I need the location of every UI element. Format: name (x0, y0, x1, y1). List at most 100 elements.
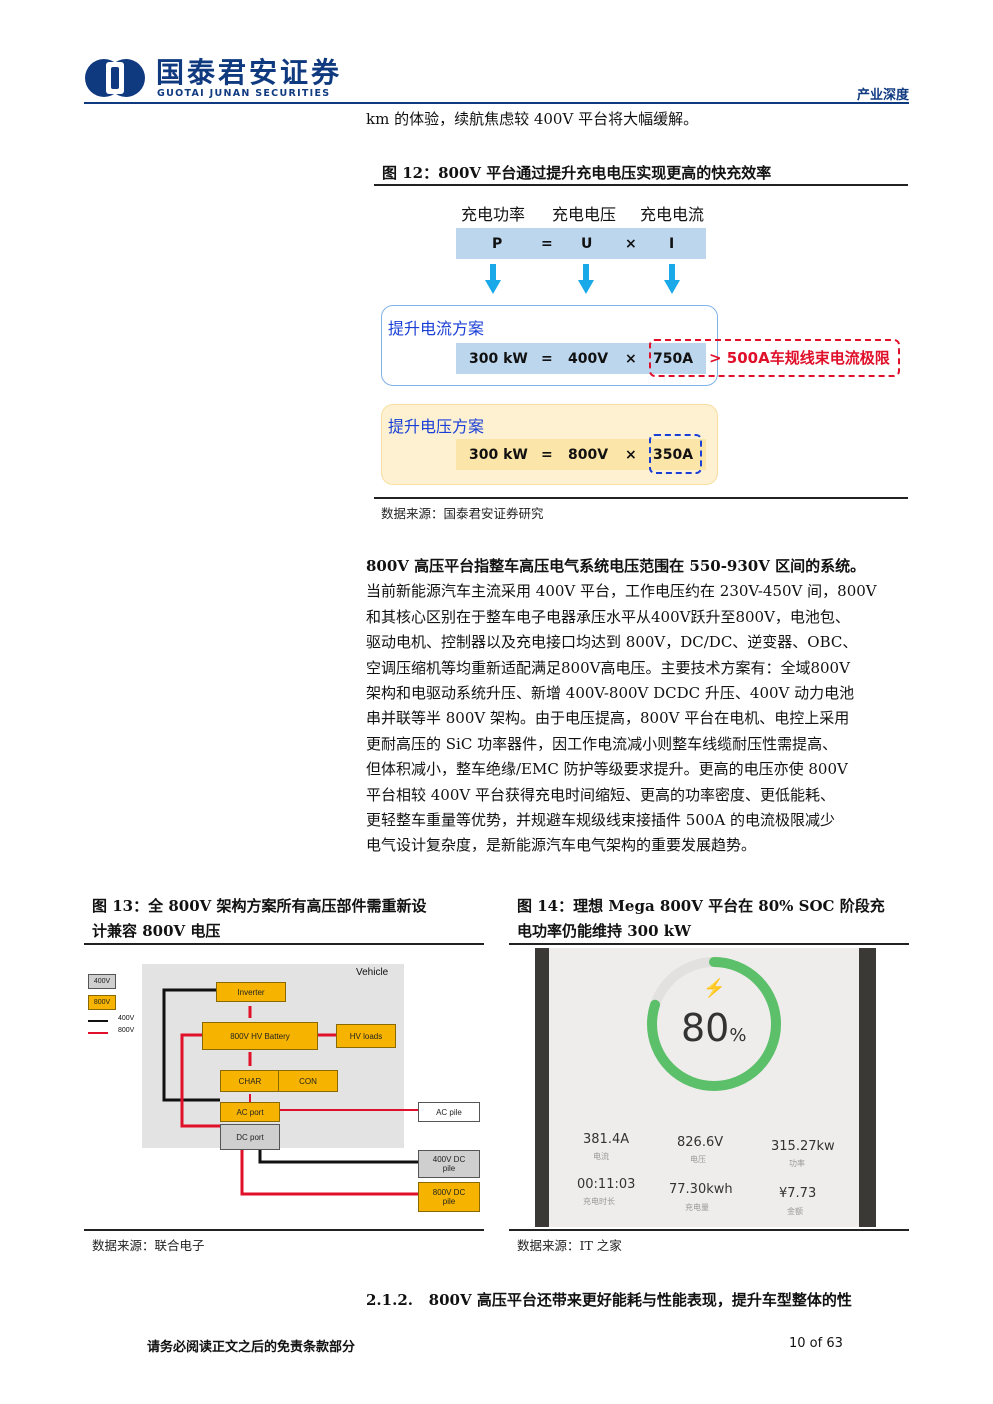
voltage-scheme-power: 300 kW (469, 446, 528, 463)
paragraph-line: 平台相较 400V 平台获得充电时间缩短、更高的功率密度、更低能耗、 (366, 785, 836, 804)
phone-photo: ⚡ 80% 381.4A 电流 826.6V 电压 315.27kw 功率 00… (535, 948, 876, 1227)
figure14-title-line2: 电功率仍能维持 300 kW (517, 922, 691, 940)
paragraph-line: 串并联等半 800V 架构。由于电压提高，800V 平台在电机、电控上采用 (366, 709, 850, 728)
label-power: 充电功率 (461, 205, 526, 224)
soc-value: 80% (681, 1006, 746, 1050)
dc-port-block: DC port (220, 1124, 280, 1150)
stat-amount-value: ¥7.73 (779, 1186, 817, 1201)
legend-400v-box: 400V (88, 974, 116, 989)
architecture-diagram: 400V 800V 400V 800V Vehicle Inverter 800… (84, 948, 484, 1228)
current-scheme-current: 750A (653, 350, 694, 367)
current-scheme-eq: = (541, 350, 553, 367)
ac-pile-block: AC pile (418, 1102, 480, 1122)
page-number: 10 of 63 (789, 1336, 843, 1351)
voltage-current-dashed-box (649, 434, 702, 474)
label-voltage: 充电电压 (552, 205, 617, 224)
paragraph-line: 但体积减小，整车绝缘/EMC 防护等级要求提升。更高的电压亦使 800V (366, 760, 848, 779)
figure12-source: 数据来源：国泰君安证券研究 (381, 506, 544, 521)
legend-800v-label: 800V (118, 1027, 135, 1034)
intro-line: km 的体验，续航焦虑较 400V 平台将大幅缓解。 (366, 110, 699, 128)
stat-voltage-value: 826.6V (677, 1135, 724, 1150)
dc400-pile-line2: pile (442, 1164, 456, 1173)
stat-power-value: 315.27kw (771, 1139, 835, 1154)
company-name-en: GUOTAI JUNAN SECURITIES (157, 88, 331, 99)
stat-energy-label: 充电量 (685, 1203, 709, 1212)
paragraph-line: 电气设计复杂度，是新能源汽车电气架构的重要发展趋势。 (366, 836, 757, 855)
stat-power-label: 功率 (789, 1159, 805, 1168)
soc-unit: % (729, 1025, 747, 1046)
current-limit-note: > 500A车规线束电流极限 (709, 349, 890, 367)
formula-p: P (492, 235, 503, 252)
soc-progress-ring (647, 957, 781, 1091)
legend-800v-line (88, 1032, 108, 1034)
voltage-scheme-bar: 300 kW = 800V × 350A (456, 439, 706, 470)
figure13-title: 图 13：全 800V 架构方案所有高压部件需重新设 计兼容 800V 电压 (92, 894, 427, 944)
voltage-scheme-times: × (625, 446, 637, 463)
current-scheme-power: 300 kW (469, 350, 528, 367)
figure14-title: 图 14：理想 Mega 800V 平台在 80% SOC 阶段充 电功率仍能维… (517, 894, 885, 944)
voltage-scheme-heading: 提升电压方案 (388, 417, 485, 436)
stat-voltage-label: 电压 (690, 1155, 706, 1164)
company-logo-icon (85, 59, 145, 97)
header-divider (84, 102, 909, 104)
formula-bar: P = U × I (456, 228, 706, 259)
hv-loads-block: HV loads (336, 1024, 396, 1048)
voltage-scheme-eq: = (541, 446, 553, 463)
paragraph-line: 空调压缩机等均重新适配满足800V高电压。主要技术方案有：全域800V (366, 658, 850, 677)
company-name-cn: 国泰君安证券 (156, 56, 343, 89)
arrow-down-icon (578, 264, 594, 294)
figure12-bottom-rule (374, 497, 908, 499)
stat-current-value: 381.4A (583, 1132, 630, 1147)
current-limit-dashed-box (649, 339, 900, 377)
paragraph-line: 当前新能源汽车主流采用 400V 平台，工作电压约在 230V-450V 间，8… (366, 582, 877, 601)
figure13-top-rule (84, 943, 484, 945)
legend-400v-label: 400V (118, 1015, 135, 1022)
current-scheme-times: × (625, 350, 637, 367)
soc-number: 80 (681, 1006, 730, 1050)
dc800-pile-line1: 800V DC (432, 1188, 466, 1197)
voltage-scheme-voltage: 800V (568, 446, 609, 463)
arrow-down-icon (664, 264, 680, 294)
dc400-pile-line1: 400V DC (432, 1155, 466, 1164)
paragraph-line: 更轻整车重量等优势，并规避车规级线束接插件 500A 的电流极限减少 (366, 811, 836, 830)
stat-energy-value: 77.30kwh (669, 1182, 733, 1197)
paragraph-lead: 800V 高压平台指整车高压电气系统电压范围在 550-930V 区间的系统。 (366, 557, 866, 575)
inverter-block: Inverter (216, 982, 286, 1002)
battery-block: 800V HV Battery (202, 1022, 318, 1050)
ac-port-block: AC port (220, 1102, 280, 1122)
formula-i: I (669, 235, 675, 252)
stat-amount-label: 金额 (787, 1207, 803, 1216)
voltage-scheme-current: 350A (653, 446, 694, 463)
current-scheme-bar: 300 kW = 400V × 750A (456, 343, 706, 374)
paragraph-line: 架构和电驱动系统升压、新增 400V-800V DCDC 升压、400V 动力电… (366, 684, 855, 703)
char-block: CHAR (220, 1070, 280, 1092)
paragraph-line: 和其核心区别在于整车电子电器承压水平从400V跃升至800V，电池包、 (366, 607, 850, 626)
label-current: 充电电流 (640, 205, 705, 224)
figure14-source: 数据来源：IT 之家 (517, 1238, 622, 1253)
legend-800v-box: 800V (88, 995, 116, 1010)
arrow-down-icon (485, 264, 501, 294)
footer-disclaimer: 请务必阅读正文之后的免责条款部分 (147, 1340, 356, 1355)
main-paragraph: 800V 高压平台指整车高压电气系统电压范围在 550-930V 区间的系统。 … (366, 554, 911, 859)
paragraph-line: 更耐高压的 SiC 功率器件，因工作电流减小则整车线缆耐压性需提高、 (366, 734, 838, 753)
report-section-label: 产业深度 (856, 88, 909, 103)
figure12-top-rule (374, 184, 908, 186)
con-block: CON (278, 1070, 338, 1092)
figure13-source: 数据来源：联合电子 (92, 1238, 205, 1253)
dc400-pile-block: 400V DC pile (418, 1150, 480, 1178)
stat-current-label: 电流 (593, 1152, 609, 1161)
formula-u: U (581, 235, 593, 252)
stat-duration-label: 充电时长 (583, 1197, 615, 1206)
current-scheme-voltage: 400V (568, 350, 609, 367)
current-scheme-heading: 提升电流方案 (388, 319, 485, 338)
figure12-title: 图 12：800V 平台通过提升充电电压实现更高的快充效率 (382, 164, 772, 182)
vehicle-label: Vehicle (356, 967, 389, 978)
formula-eq: = (541, 235, 553, 252)
figure13-bottom-rule (84, 1229, 484, 1231)
figure14-top-rule (509, 943, 909, 945)
legend-400v-line (88, 1020, 108, 1022)
paragraph-line: 驱动电机、控制器以及充电接口均达到 800V，DC/DC、逆变器、OBC、 (366, 633, 858, 652)
figure14-bottom-rule (509, 1229, 909, 1231)
formula-times: × (625, 235, 637, 252)
figure13-title-line2: 计兼容 800V 电压 (92, 922, 221, 940)
